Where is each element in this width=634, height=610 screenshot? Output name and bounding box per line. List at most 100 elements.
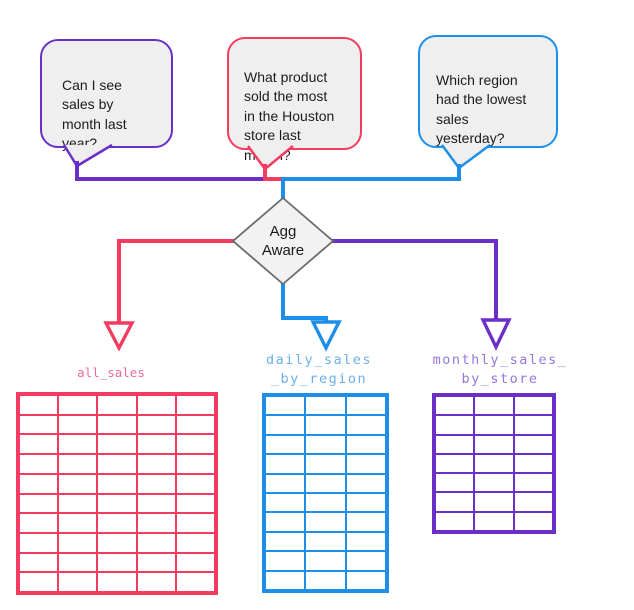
arrowhead-purple-icon bbox=[480, 318, 512, 351]
table-cell bbox=[58, 434, 98, 455]
table-cell bbox=[136, 434, 176, 455]
table-cell bbox=[474, 492, 514, 512]
table-cell bbox=[58, 473, 98, 494]
table-cell bbox=[136, 454, 176, 474]
table-cell bbox=[513, 511, 553, 531]
table-cell bbox=[97, 473, 137, 494]
table-cell bbox=[474, 473, 514, 493]
table-cell bbox=[435, 434, 475, 454]
table-cell bbox=[345, 415, 386, 435]
table-cell bbox=[305, 396, 346, 416]
table-cell bbox=[97, 532, 137, 553]
table-cell bbox=[265, 396, 306, 416]
speech-bubble-text: Can I see sales by month last year? bbox=[62, 76, 127, 152]
speech-bubble-monthly-sales-question: Can I see sales by month last year? bbox=[40, 39, 173, 151]
table-cell bbox=[474, 415, 514, 435]
speech-bubble-lowest-region-question: Which region had the lowest sales yester… bbox=[418, 35, 558, 148]
table-cell bbox=[97, 513, 137, 533]
table-cell bbox=[345, 512, 386, 532]
table-cell bbox=[435, 473, 475, 493]
table-cell bbox=[97, 454, 137, 474]
table-cell bbox=[513, 434, 553, 454]
table-cell bbox=[58, 454, 98, 474]
table-cell bbox=[97, 395, 137, 415]
table-cell bbox=[305, 512, 346, 532]
table-cell bbox=[58, 572, 98, 592]
table-cell bbox=[175, 513, 215, 533]
table-label-daily-sales-by-region: daily_sales _by_region bbox=[266, 352, 372, 387]
table-cell bbox=[265, 434, 306, 455]
table-cell bbox=[19, 572, 59, 592]
table-cell bbox=[19, 493, 59, 514]
table-cell bbox=[136, 414, 176, 435]
speech-bubble-text: Which region had the lowest sales yester… bbox=[436, 71, 527, 147]
table-cell bbox=[136, 552, 176, 573]
table-cell bbox=[58, 513, 98, 533]
connector-pink-bus bbox=[263, 164, 284, 181]
table-cell bbox=[265, 454, 306, 474]
table-cell bbox=[474, 434, 514, 454]
table-cell bbox=[265, 512, 306, 532]
table-cell bbox=[97, 434, 137, 455]
table-cell bbox=[513, 396, 553, 416]
table-cell bbox=[305, 415, 346, 435]
table-cell bbox=[136, 572, 176, 592]
table-cell bbox=[19, 414, 59, 435]
table-cell bbox=[265, 570, 306, 590]
table-cell bbox=[19, 473, 59, 494]
table-cell bbox=[435, 492, 475, 512]
table-cell bbox=[136, 473, 176, 494]
table-cell bbox=[175, 532, 215, 553]
table-cell bbox=[305, 454, 346, 474]
connector-pink-out bbox=[117, 239, 236, 323]
table-cell bbox=[265, 473, 306, 493]
table-cell bbox=[305, 492, 346, 513]
table-cell bbox=[345, 531, 386, 552]
table-cell bbox=[513, 473, 553, 493]
table-label-monthly-sales-by-store: monthly_sales_ by_store bbox=[432, 352, 568, 387]
table-cell bbox=[136, 493, 176, 514]
table-cell bbox=[305, 434, 346, 455]
table-cell bbox=[305, 551, 346, 571]
table-cell bbox=[19, 552, 59, 573]
table-cell bbox=[435, 453, 475, 474]
table-cell bbox=[175, 395, 215, 415]
table-cell bbox=[58, 532, 98, 553]
table-cell bbox=[435, 415, 475, 435]
table-cell bbox=[19, 395, 59, 415]
table-cell bbox=[97, 493, 137, 514]
table-cell bbox=[58, 395, 98, 415]
table-cell bbox=[305, 570, 346, 590]
table-cell bbox=[345, 570, 386, 590]
table-cell bbox=[97, 414, 137, 435]
speech-bubble-text: What product sold the most in the Housto… bbox=[244, 68, 335, 163]
table-cell bbox=[513, 453, 553, 474]
connector-purple-out bbox=[330, 239, 498, 320]
table-cell bbox=[136, 395, 176, 415]
table-cell bbox=[474, 511, 514, 531]
table-all-sales bbox=[16, 392, 218, 595]
table-cell bbox=[58, 552, 98, 573]
table-cell bbox=[345, 454, 386, 474]
table-cell bbox=[175, 473, 215, 494]
connector-blue-out bbox=[281, 283, 328, 322]
table-cell bbox=[19, 454, 59, 474]
table-cell bbox=[97, 552, 137, 573]
table-cell bbox=[265, 551, 306, 571]
table-cell bbox=[305, 531, 346, 552]
table-cell bbox=[175, 454, 215, 474]
table-cell bbox=[265, 415, 306, 435]
table-cell bbox=[58, 493, 98, 514]
table-monthly-sales-by-store bbox=[432, 393, 556, 534]
table-cell bbox=[175, 434, 215, 455]
table-cell bbox=[136, 532, 176, 553]
table-cell bbox=[474, 396, 514, 416]
connector-purple-bus bbox=[75, 161, 267, 181]
table-cell bbox=[345, 492, 386, 513]
table-cell bbox=[19, 532, 59, 553]
table-cell bbox=[345, 551, 386, 571]
table-cell bbox=[265, 531, 306, 552]
table-cell bbox=[58, 414, 98, 435]
table-cell bbox=[175, 414, 215, 435]
